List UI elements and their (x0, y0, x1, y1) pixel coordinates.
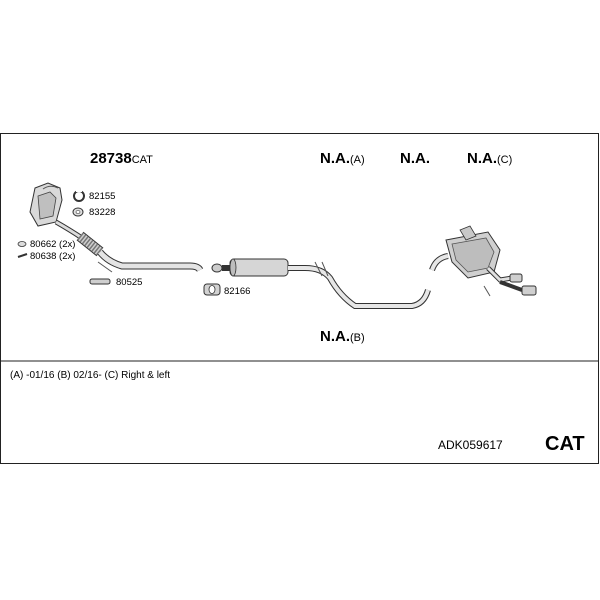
kit-code: ADK059617 (438, 438, 503, 452)
category-label: CAT (545, 433, 585, 455)
na-label-mid: N.A. (400, 150, 430, 167)
stud-icon (17, 253, 28, 258)
main-part-label: 28738CAT (90, 150, 153, 167)
na-variant-b: (B) (350, 332, 365, 344)
rear-silencer-drawing (429, 225, 537, 297)
catalytic-converter-drawing (29, 182, 84, 241)
clamp-ring-icon (73, 190, 85, 202)
main-part-suffix: CAT (131, 154, 153, 166)
exhaust-system-drawing (17, 182, 537, 309)
na-label-a: N.A.(A) (320, 150, 365, 167)
bolt-icon (17, 241, 27, 247)
pipe-clamp-icon (203, 283, 221, 296)
na-label-b: N.A.(B) (320, 328, 365, 345)
part-number-bolt: 80662 (2x) (30, 239, 76, 250)
part-number-stud: 80638 (2x) (30, 251, 76, 262)
part-number-bracket: 80525 (116, 277, 143, 288)
part-number-clamp-ring: 82155 (89, 191, 116, 202)
bracket-icon (89, 278, 111, 285)
middle-muffler-drawing (211, 258, 431, 309)
part-number-clamp: 82166 (224, 286, 251, 297)
variant-footnote: (A) -01/16 (B) 02/16- (C) Right & left (10, 370, 171, 381)
na-variant-c: (C) (497, 154, 513, 166)
gasket-icon (72, 207, 84, 217)
na-label-c: N.A.(C) (467, 150, 513, 167)
na-variant-a: (A) (350, 154, 365, 166)
part-number-gasket: 83228 (89, 207, 116, 218)
diagram-frame (0, 133, 599, 464)
flexible-pipe-drawing (76, 231, 204, 273)
